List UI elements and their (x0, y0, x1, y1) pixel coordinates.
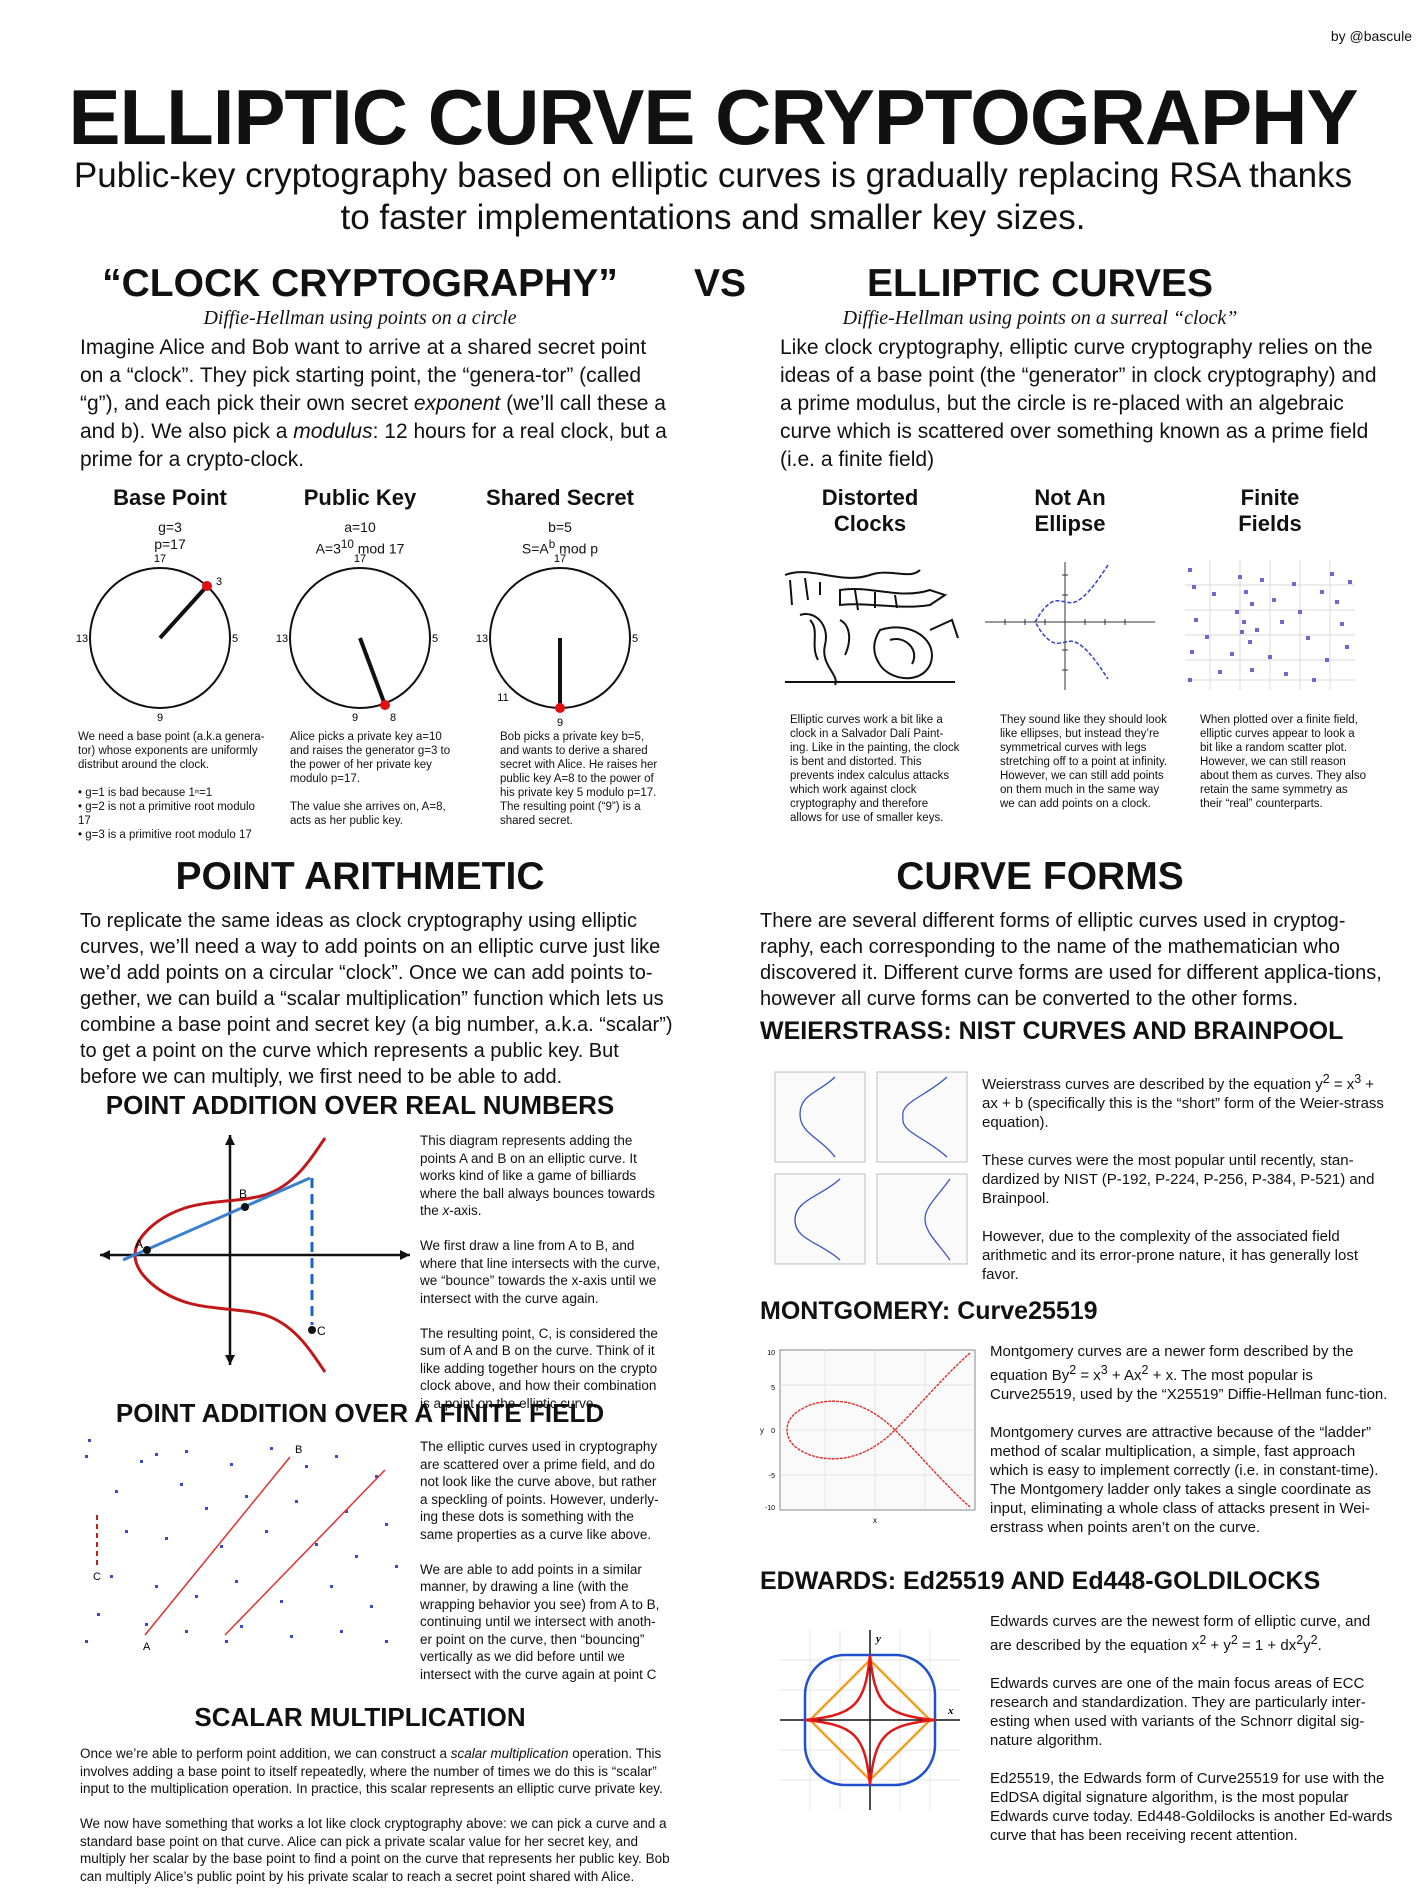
tick-top: 17 (154, 553, 166, 565)
panel-note: They sound like they should look like el… (1000, 714, 1168, 810)
clock-diagram: 17 5 13 9 8 (276, 553, 438, 724)
x-axis-label: x (947, 1705, 954, 1717)
tick-left: 13 (276, 633, 288, 645)
montgomery-text: Montgomery curves are a newer form descr… (990, 1343, 1388, 1536)
curve-forms-heading: CURVE FORMS (896, 855, 1184, 898)
y-tick: -5 (769, 1473, 775, 1480)
shared-secret-marker (555, 703, 565, 713)
y-axis-label: y (760, 1426, 764, 1435)
vs-label: VS (693, 262, 747, 305)
point-c-label: C (93, 1571, 101, 1583)
panel-note: When plotted over a finite field, ellipt… (1200, 714, 1366, 810)
point-arithmetic-body: To replicate the same ideas as clock cry… (80, 910, 673, 1088)
page-title: ELLIPTIC CURVE CRYPTOGRAPHY (68, 73, 1358, 161)
panel-line2: S=Ab mod p (521, 538, 599, 557)
point-a-label: A (143, 1641, 151, 1653)
weierstrass-heading: WEIERSTRASS: NIST CURVES AND BRAINPOOL (760, 1017, 1344, 1045)
panel-line2: p=17 (154, 536, 186, 552)
point-arithmetic-heading: POINT ARITHMETIC (175, 855, 545, 898)
tick-bottom: 9 (557, 717, 563, 729)
weierstrass-text: Weierstrass curves are described by the … (982, 1072, 1384, 1283)
tick-top: 17 (354, 553, 366, 565)
elliptic-body: Like clock cryptography, elliptic curve … (780, 336, 1377, 471)
montgomery-plot: 10 5 0 -5 -10 y x (760, 1349, 976, 1525)
tick-eleven: 11 (497, 692, 508, 704)
edwards-plot: y x (780, 1630, 960, 1810)
tick-left: 13 (76, 633, 88, 645)
y-axis-label: y (874, 1633, 881, 1645)
page-subtitle: Public-key cryptography based on ellipti… (73, 156, 1353, 237)
scalar-heading: SCALAR MULTIPLICATION (194, 1702, 526, 1732)
clock-body: Imagine Alice and Bob want to arrive at … (80, 336, 667, 471)
point-b-label: B (295, 1444, 302, 1456)
montgomery-heading: MONTGOMERY: Curve25519 (760, 1297, 1098, 1325)
tick-right: 5 (632, 633, 638, 645)
panel-title: Base Point (113, 485, 227, 510)
x-axis-label: x (873, 1516, 877, 1525)
marker-label: 8 (390, 712, 396, 724)
panel-title: Shared Secret (486, 485, 634, 510)
panel-line1: b=5 (548, 519, 572, 535)
clock-subheading: Diffie-Hellman using points on a circle (203, 307, 517, 329)
panel-note: Bob picks a private key b=5, and wants t… (500, 731, 658, 827)
marker-label: 3 (216, 576, 222, 588)
panel-line1: g=3 (158, 519, 182, 535)
panel-note: Elliptic curves work a bit like a clock … (790, 714, 960, 824)
real-addition-heading: POINT ADDITION OVER REAL NUMBERS (105, 1090, 615, 1120)
elliptic-heading: ELLIPTIC CURVES (867, 262, 1213, 305)
clock-diagram: 17 5 13 9 3 (76, 553, 238, 724)
weierstrass-plots (774, 1071, 968, 1265)
clock-face (289, 567, 431, 709)
tick-bottom: 9 (352, 712, 358, 724)
real-addition-text: This diagram represents adding the point… (420, 1133, 661, 1411)
y-tick: 0 (771, 1428, 775, 1435)
clock-hand (158, 584, 209, 640)
edwards-text: Edwards curves are the newest form of el… (990, 1613, 1393, 1844)
scalar-text: Once we’re able to perform point additio… (80, 1746, 670, 1884)
y-tick: -10 (765, 1505, 775, 1512)
clock-face (89, 567, 231, 709)
point-a-label: A (135, 1237, 143, 1251)
melting-clock-illustration (784, 569, 959, 686)
finite-addition-diagram: A B C (85, 1439, 398, 1653)
byline: by @bascule (1330, 28, 1412, 44)
panel-note: We need a base point (a.k.a genera-tor) … (78, 731, 265, 841)
point-c-label: C (317, 1324, 326, 1338)
y-tick: 5 (771, 1385, 775, 1392)
edwards-heading: EDWARDS: Ed25519 AND Ed448-GOLDILOCKS (760, 1567, 1321, 1595)
base-point-marker (202, 581, 212, 591)
public-key-marker (380, 700, 390, 710)
panel-line2: A=310 mod 17 (315, 538, 405, 557)
y-tick: 10 (767, 1350, 775, 1357)
clock-diagram: 17 5 13 9 11 (476, 553, 638, 729)
real-addition-diagram: A B C (100, 1135, 410, 1373)
clock-hand (358, 637, 387, 706)
finite-addition-text: The elliptic curves used in cryptography… (420, 1439, 660, 1682)
real-curve-plot (985, 562, 1155, 690)
tick-right: 5 (432, 633, 438, 645)
elliptic-subheading: Diffie-Hellman using points on a surreal… (842, 307, 1238, 329)
finite-addition-heading: POINT ADDITION OVER A FINITE FIELD (115, 1398, 605, 1428)
clock-heading: “CLOCK CRYPTOGRAPHY” (102, 262, 618, 305)
clock-panels: Base Point g=3 p=17 Public Key a=10 A=31… (60, 485, 660, 841)
tick-top: 17 (554, 553, 566, 565)
panel-title: Public Key (303, 485, 417, 510)
curve-forms-body: There are several different forms of ell… (760, 910, 1382, 1010)
tick-bottom: 9 (157, 712, 163, 724)
finite-field-scatter (1185, 560, 1355, 690)
tick-right: 5 (232, 633, 238, 645)
panel-line1: a=10 (344, 519, 376, 535)
tick-left: 13 (476, 633, 488, 645)
panel-note: Alice picks a private key a=10 and raise… (290, 731, 451, 827)
point-b-label: B (239, 1187, 247, 1201)
